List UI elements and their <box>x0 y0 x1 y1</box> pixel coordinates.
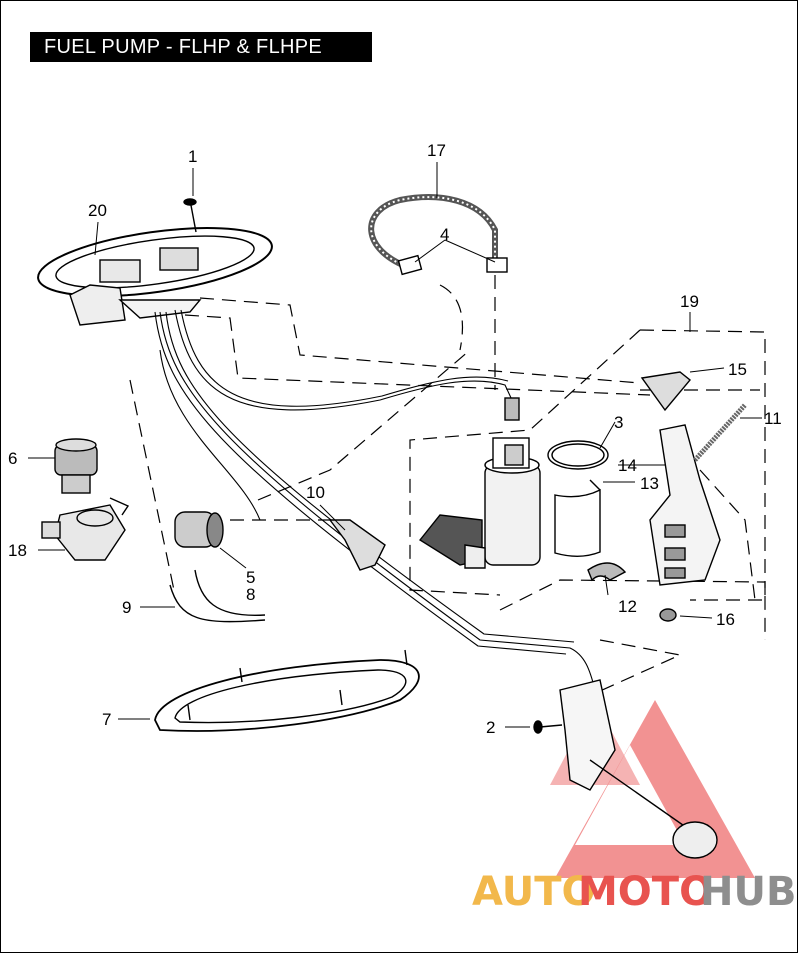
callout-10: 10 <box>306 483 325 502</box>
callout-8: 8 <box>246 585 255 604</box>
watermark-hub: HUB <box>700 869 796 915</box>
fuel-strainer <box>418 514 486 569</box>
bracket-part-10 <box>328 519 386 571</box>
nut-part-16 <box>659 608 677 622</box>
diagram-title: FUEL PUMP - FLHP & FLHPE <box>30 32 372 62</box>
level-sender-assembly <box>559 679 718 859</box>
fuel-hose-part-8-9 <box>169 569 266 623</box>
corrugated-hose <box>368 194 498 271</box>
washer-part-12 <box>587 562 627 582</box>
callout-6: 6 <box>8 449 17 468</box>
callout-17: 17 <box>427 141 446 160</box>
callout-19: 19 <box>680 292 699 311</box>
pump-bracket-part-14 <box>649 424 721 586</box>
callout-5: 5 <box>246 568 255 587</box>
callout-18: 18 <box>8 541 27 560</box>
callout-13: 13 <box>640 474 659 493</box>
callout-3: 3 <box>614 413 623 432</box>
callout-labels: 1 2 3 4 5 6 7 8 9 10 11 12 13 14 15 16 1… <box>8 141 782 737</box>
callout-7: 7 <box>102 710 111 729</box>
watermark-text: AUTO MOTO HUB <box>472 869 796 915</box>
watermark-auto: AUTO <box>472 869 596 915</box>
callout-leaders <box>28 162 762 728</box>
dashed-assembly-lines <box>129 275 766 701</box>
callout-15: 15 <box>728 360 747 379</box>
screw-part-1 <box>183 198 197 233</box>
callout-12: 12 <box>618 597 637 616</box>
spring-part-11 <box>693 403 747 462</box>
gasket-part-7 <box>154 649 420 732</box>
filter-housing-part-18 <box>41 497 130 561</box>
fuel-pump-body <box>484 397 541 566</box>
clip-part-15 <box>640 371 691 412</box>
callout-20: 20 <box>88 201 107 220</box>
screw-part-2 <box>533 720 563 734</box>
watermark-moto: MOTO <box>578 869 713 915</box>
callout-14: 14 <box>618 456 637 475</box>
retaining-ring-part-3 <box>547 440 609 470</box>
callout-1: 1 <box>188 147 197 166</box>
pressure-regulator-part-6 <box>54 438 98 494</box>
callout-4: 4 <box>440 225 449 244</box>
callout-9: 9 <box>122 598 131 617</box>
insulator-sleeve-part-13 <box>554 479 601 557</box>
callout-2: 2 <box>486 718 495 737</box>
wire-harness <box>154 309 596 691</box>
fuel-pump-flange <box>37 227 273 326</box>
fuel-filter-part-5 <box>174 511 224 548</box>
callout-16: 16 <box>716 610 735 629</box>
hose-clamps <box>397 254 508 276</box>
callout-11: 11 <box>764 409 782 428</box>
